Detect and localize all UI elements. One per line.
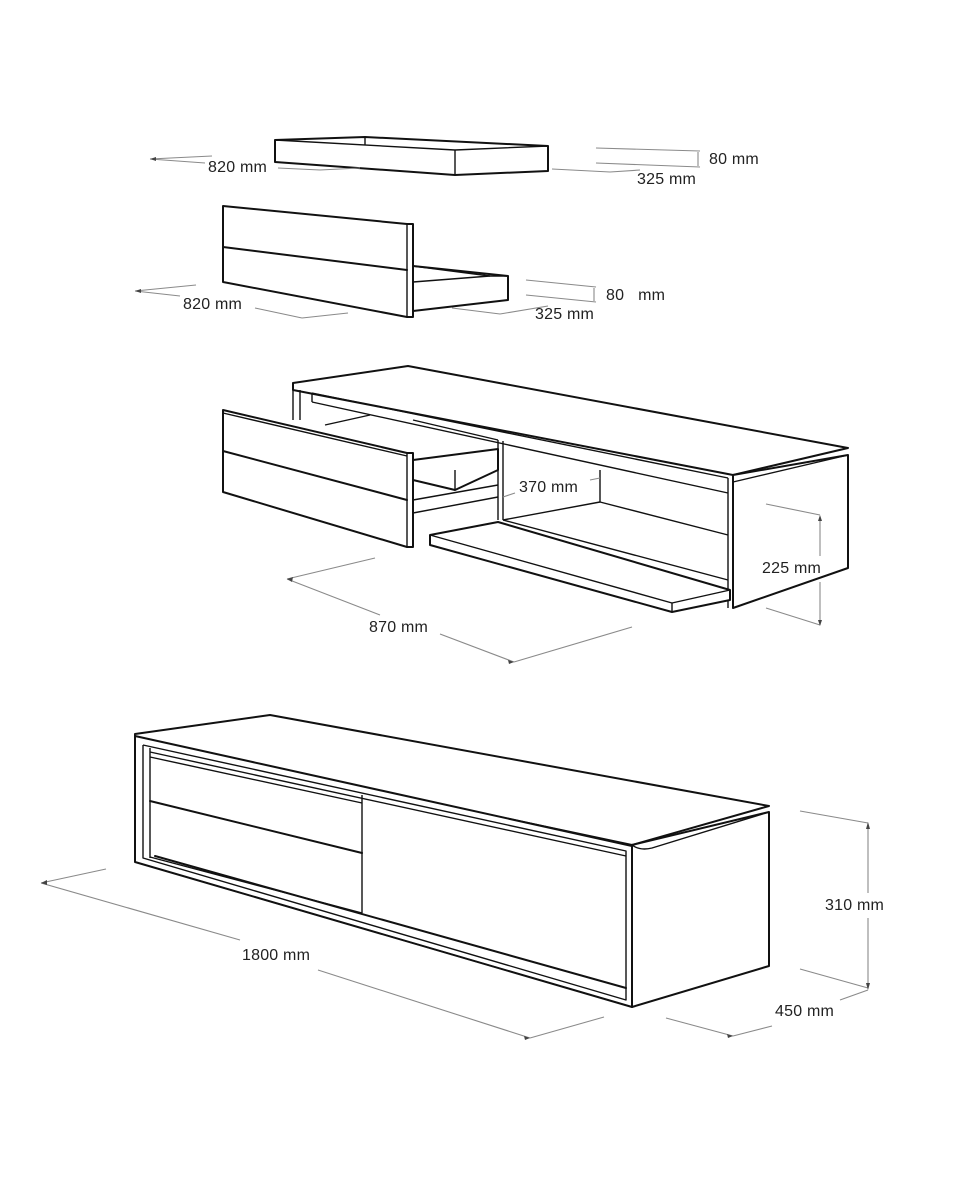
inner-tray-dimension-lines [149, 147, 701, 173]
drawer-height-label: 80 mm [606, 287, 666, 304]
cabinet-closed-width-label: 1800 mm [242, 947, 311, 964]
drawer-depth-label: 325 mm [535, 306, 594, 323]
inner-tray-drawing [274, 136, 549, 176]
drawer-dimension-lines [134, 279, 597, 319]
cabinet-closed-height-label: 310 mm [825, 897, 884, 914]
cabinet-open-drawing [222, 365, 849, 613]
cabinet-open-height-label: 225 mm [762, 560, 821, 577]
inner-tray-width-label: 820 mm [208, 159, 267, 176]
inner-tray-depth-label: 325 mm [637, 171, 696, 188]
cabinet-closed-drawing [134, 714, 770, 1008]
cabinet-closed-depth-label: 450 mm [775, 1003, 834, 1020]
cabinet-closed-dimension-lines [40, 810, 870, 1040]
drawer-drawing [222, 205, 509, 318]
cabinet-open-compartment-label: 370 mm [519, 479, 578, 496]
inner-tray-height-label: 80 mm [709, 151, 759, 168]
drawer-width-label: 820 mm [183, 296, 242, 313]
cabinet-open-dimension-lines [286, 477, 822, 664]
cabinet-open-width-label: 870 mm [369, 619, 428, 636]
